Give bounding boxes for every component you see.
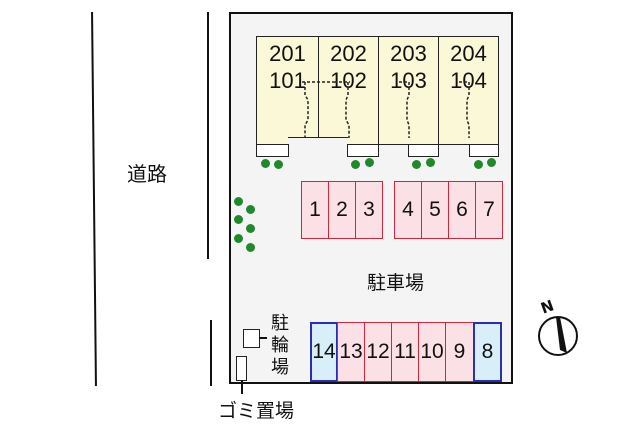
entrance-recess-1 <box>288 137 348 147</box>
tree <box>474 160 483 169</box>
tree <box>234 215 243 224</box>
road-edge-right-upper <box>207 12 209 259</box>
parking-space-3: 3 <box>355 181 383 239</box>
tree <box>274 160 283 169</box>
unit-202: 202 <box>330 41 367 66</box>
parking-space-7: 7 <box>475 181 503 239</box>
garbage-area-label: ゴミ置場 <box>218 400 295 422</box>
tree <box>412 160 421 169</box>
compass-icon <box>538 316 578 356</box>
balcony-1 <box>256 144 289 157</box>
parking-space-13: 13 <box>337 322 365 382</box>
north-compass: N <box>534 296 580 360</box>
tree <box>426 158 435 167</box>
parking-space-1: 1 <box>301 181 329 239</box>
tree <box>246 224 255 233</box>
unit-column-1: 201 101 <box>256 36 319 145</box>
parking-space-12: 12 <box>364 322 392 382</box>
parking-lot-label: 駐車場 <box>367 272 425 294</box>
parking-space-9: 9 <box>445 322 474 382</box>
parking-space-6: 6 <box>448 181 476 239</box>
road-edge-left <box>91 12 97 386</box>
tree <box>234 234 243 243</box>
parking-space-14: 14 <box>310 322 338 382</box>
tree <box>246 205 255 214</box>
unit-204: 204 <box>450 41 487 66</box>
parking-space-4: 4 <box>394 181 422 239</box>
tree <box>234 197 243 206</box>
unit-203: 203 <box>390 41 427 66</box>
bicycle-parking-box <box>243 329 260 348</box>
road-label: 道路 <box>127 162 167 186</box>
parking-space-2: 2 <box>328 181 356 239</box>
tree <box>261 159 270 168</box>
parking-space-5: 5 <box>421 181 449 239</box>
unit-201: 201 <box>269 41 306 66</box>
tree <box>365 158 374 167</box>
road-edge-right-lower <box>210 320 212 386</box>
parking-space-10: 10 <box>418 322 446 382</box>
garbage-leader <box>241 380 243 394</box>
garbage-area-box <box>236 356 247 381</box>
bicycle-label-char-1: 駐 <box>271 313 289 334</box>
stair-dashes <box>302 81 470 138</box>
tree <box>487 158 496 167</box>
parking-space-11: 11 <box>391 322 419 382</box>
tree <box>246 243 255 252</box>
bicycle-parking-leader <box>259 337 267 339</box>
balcony-3 <box>408 144 439 157</box>
parking-space-8: 8 <box>473 322 502 382</box>
tree <box>351 160 360 169</box>
bicycle-label-char-3: 場 <box>271 357 289 378</box>
unit-101: 101 <box>269 68 306 93</box>
balcony-4 <box>469 144 499 157</box>
bicycle-label-char-2: 輪 <box>271 335 289 356</box>
balcony-2 <box>347 144 379 157</box>
